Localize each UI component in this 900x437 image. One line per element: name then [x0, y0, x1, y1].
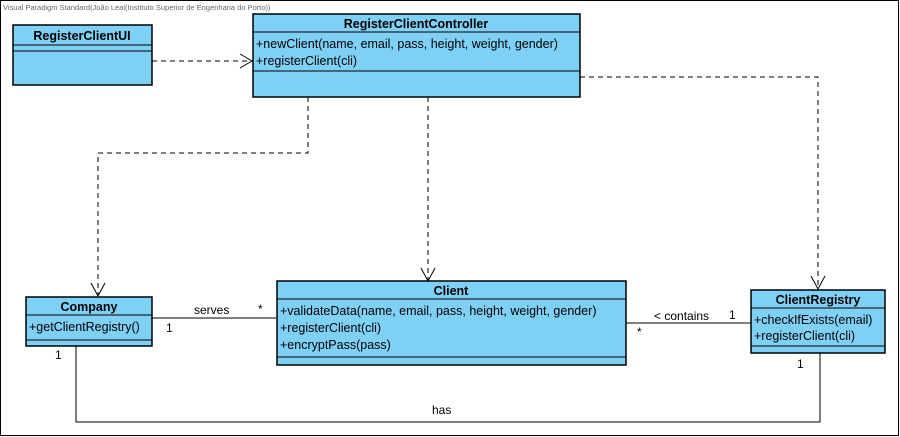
class-name: Client [434, 284, 470, 298]
class-name: RegisterClientController [344, 17, 489, 31]
operation: +checkIfExists(email) [754, 313, 872, 327]
watermark: Visual Paradigm Standard(João Leal(Insti… [3, 3, 271, 12]
class-client-registry[interactable]: ClientRegistry +checkIfExists(email) +re… [750, 289, 886, 354]
class-name: Company [61, 300, 118, 314]
serves-label: serves [194, 303, 229, 317]
contains-label: < contains [654, 309, 709, 323]
class-client[interactable]: Client +validateData(name, email, pass, … [276, 280, 627, 366]
dependency-controller-to-company [90, 97, 309, 298]
contains-client-multiplicity: * [637, 325, 642, 339]
contains-registry-multiplicity: 1 [729, 308, 736, 322]
operation: +registerClient(cli) [280, 321, 381, 335]
operation: +encryptPass(pass) [280, 338, 391, 352]
serves-client-multiplicity: * [258, 302, 263, 316]
dependency-controller-to-client-registry [580, 76, 826, 291]
dependency-controller-to-client [420, 97, 436, 283]
class-name: RegisterClientUI [33, 29, 130, 43]
association-contains: < contains 1 * [626, 308, 751, 339]
operation: +getClientRegistry() [29, 320, 140, 334]
class-register-client-controller[interactable]: RegisterClientController +newClient(name… [252, 13, 581, 98]
operation: +registerClient(cli) [256, 54, 357, 68]
has-label: has [432, 403, 451, 417]
operation: +registerClient(cli) [754, 329, 855, 343]
operation: +newClient(name, email, pass, height, we… [256, 37, 558, 51]
class-name: ClientRegistry [776, 293, 861, 307]
operation: +validateData(name, email, pass, height,… [280, 304, 597, 318]
has-company-multiplicity: 1 [55, 348, 62, 362]
class-company[interactable]: Company +getClientRegistry() [25, 296, 153, 347]
association-has: has 1 1 [55, 346, 821, 423]
has-registry-multiplicity: 1 [797, 357, 804, 371]
class-register-client-ui[interactable]: RegisterClientUI [12, 24, 153, 86]
association-serves: serves 1 * [152, 302, 276, 335]
serves-company-multiplicity: 1 [166, 321, 173, 335]
dependency-ui-to-controller [152, 53, 253, 69]
